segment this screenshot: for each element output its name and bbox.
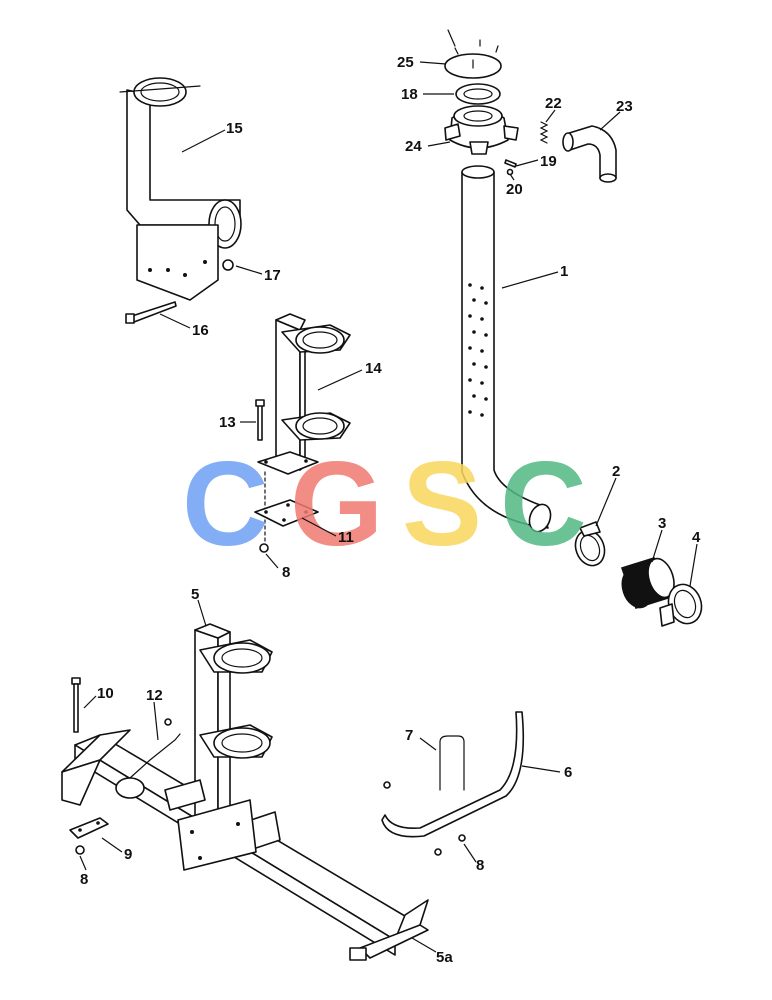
watermark-letter-g: G: [290, 437, 383, 571]
part-18-gasket: [455, 83, 501, 105]
small-nut: [164, 718, 172, 726]
watermark: C G S C: [182, 437, 587, 571]
callout-4: 4: [692, 529, 701, 546]
part-17-nut: [222, 259, 234, 271]
part-22-spring: [539, 121, 549, 144]
part-6-strap: [381, 711, 525, 838]
callout-25: 25: [397, 54, 414, 71]
callout-18: 18: [401, 86, 418, 103]
part-8-nut-lower: [75, 845, 85, 855]
part-11-base-plate: [254, 499, 319, 527]
callout-22: 22: [545, 95, 562, 112]
callout-24: 24: [405, 138, 422, 155]
callout-14: 14: [365, 360, 382, 377]
callout-23: 23: [616, 98, 633, 115]
callout-5: 5: [191, 586, 199, 603]
callout-9: 9: [124, 846, 132, 863]
callout-11: 11: [338, 529, 354, 546]
part-15-offset-bracket: [119, 77, 242, 301]
part-8-nuts-strap: [434, 834, 466, 856]
callout-1: 1: [560, 263, 568, 280]
callout-labels: 15 17 16 14 13 11 8 1 25 18 24 22 23 19 …: [80, 54, 701, 966]
callout-16: 16: [192, 322, 209, 339]
callout-5a: 5a: [436, 949, 453, 966]
callout-15: 15: [226, 120, 243, 137]
small-nut: [383, 781, 391, 789]
callout-8-lower: 8: [80, 871, 88, 888]
part-23-elbow: [562, 125, 617, 183]
part-8-nut-upper: [259, 543, 269, 553]
watermark-letter-s: S: [402, 437, 482, 571]
callout-12: 12: [146, 687, 163, 704]
callout-8-upper: 8: [282, 564, 290, 581]
callout-20: 20: [506, 181, 523, 198]
part-12-strap: [115, 733, 181, 799]
part-24-cap-body: [444, 105, 519, 155]
leader-lines: [79, 61, 698, 953]
part-5-main-stand: [164, 623, 281, 871]
perforation-holes: [468, 283, 488, 417]
callout-13: 13: [219, 414, 236, 431]
part-25-cap-plate: [444, 29, 502, 79]
callout-2: 2: [612, 463, 620, 480]
part-10-bolt: [71, 677, 81, 733]
part-13-bolt: [255, 399, 265, 441]
part-9-plate: [69, 817, 109, 839]
part-19-20-hardware: [504, 159, 517, 176]
callout-19: 19: [540, 153, 557, 170]
part-16-bolt: [125, 301, 177, 324]
part-3-filter: [620, 557, 675, 609]
callout-8-strap: 8: [476, 857, 484, 874]
part-7-u-bolt: [439, 735, 465, 791]
callout-17: 17: [264, 267, 281, 284]
watermark-letter-c2: C: [500, 437, 587, 571]
part-2-clamp: [574, 521, 606, 567]
part-4-clamp: [659, 583, 703, 627]
watermark-letter-c1: C: [182, 437, 269, 571]
callout-10: 10: [97, 685, 114, 702]
callout-6: 6: [564, 764, 572, 781]
part-1-exhaust-pipe: [461, 165, 552, 533]
callout-3: 3: [658, 515, 666, 532]
callout-7: 7: [405, 727, 413, 744]
part-14-upper-stand: [257, 313, 351, 475]
